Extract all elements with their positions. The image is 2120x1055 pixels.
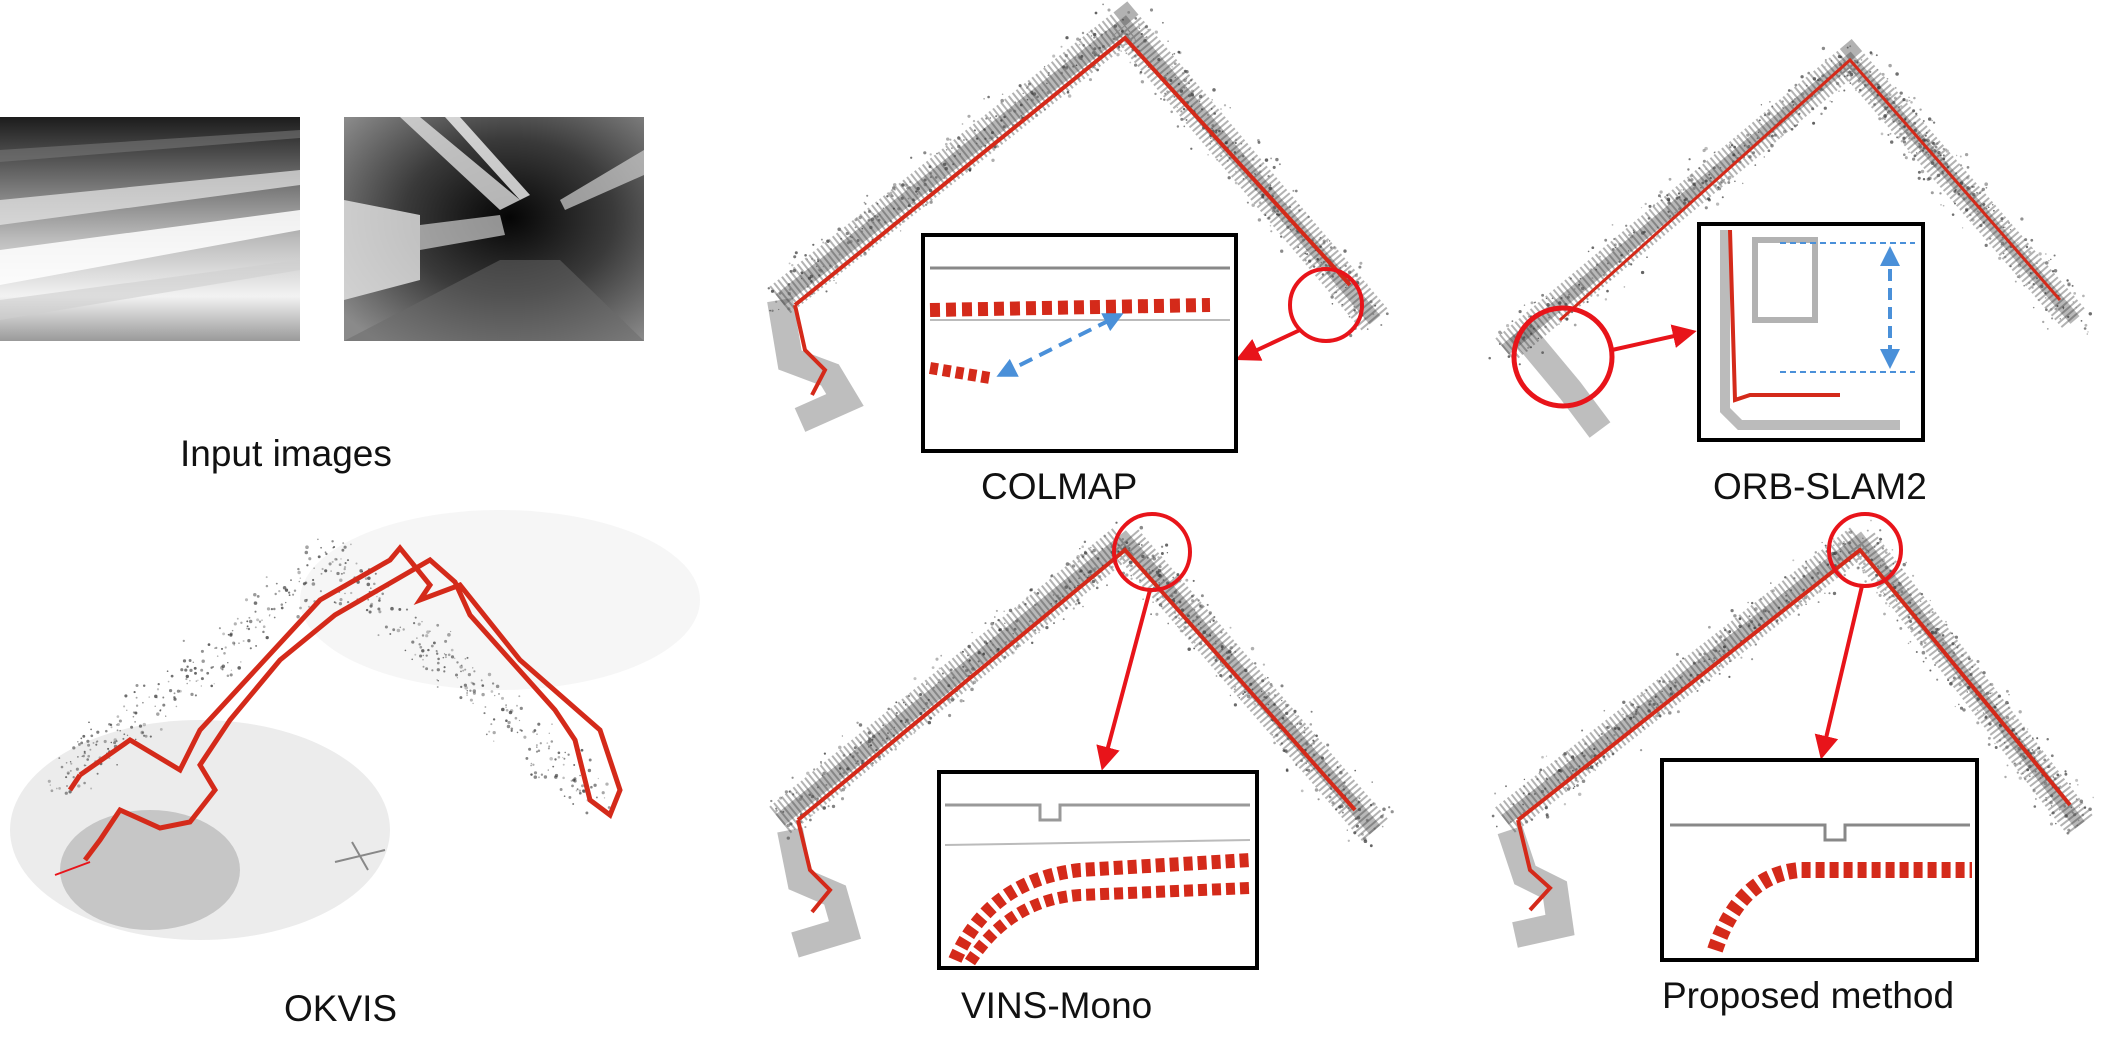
orb-slam2-callout-arrow: [1611, 324, 1697, 352]
label-input-images: Input images: [180, 433, 392, 474]
okvis-trajectory: [67, 544, 623, 862]
point-cloud-speckle: [47, 3, 2094, 848]
vins-mono-highlight-circle: [1112, 512, 1192, 592]
input-image-left: [0, 117, 300, 341]
okvis-map: [10, 510, 700, 940]
orb-slam2-highlight-circle: [1511, 305, 1615, 409]
orb-slam2-inset: [1697, 222, 1925, 442]
proposed-callout-arrow: [1814, 585, 1864, 760]
colmap-highlight-circle: [1288, 267, 1364, 343]
orb-slam2-map: [1495, 39, 2087, 442]
label-colmap: COLMAP: [981, 466, 1138, 507]
vins-mono-map: [769, 512, 1388, 970]
colmap-trajectory: [793, 35, 1352, 396]
label-orb-slam2: ORB-SLAM2: [1713, 466, 1927, 507]
colmap-map: [767, 1, 1388, 453]
vins-mono-callout-arrow: [1096, 589, 1152, 771]
proposed-highlight-circle: [1827, 512, 1903, 588]
orb-slam2-trajectory: [1558, 57, 2062, 322]
vins-mono-inset: [937, 770, 1259, 970]
input-image-right: [344, 117, 644, 341]
colmap-callout-arrow: [1235, 328, 1301, 361]
vins-mono-trajectory: [796, 547, 1357, 914]
colmap-inset: [921, 233, 1238, 453]
label-okvis: OKVIS: [284, 988, 398, 1029]
label-proposed-method: Proposed method: [1662, 975, 1955, 1016]
proposed-trajectory: [1516, 547, 2072, 912]
label-vins-mono: VINS-Mono: [961, 985, 1153, 1026]
proposed-inset: [1660, 758, 1979, 962]
proposed-map: [1495, 512, 2093, 962]
